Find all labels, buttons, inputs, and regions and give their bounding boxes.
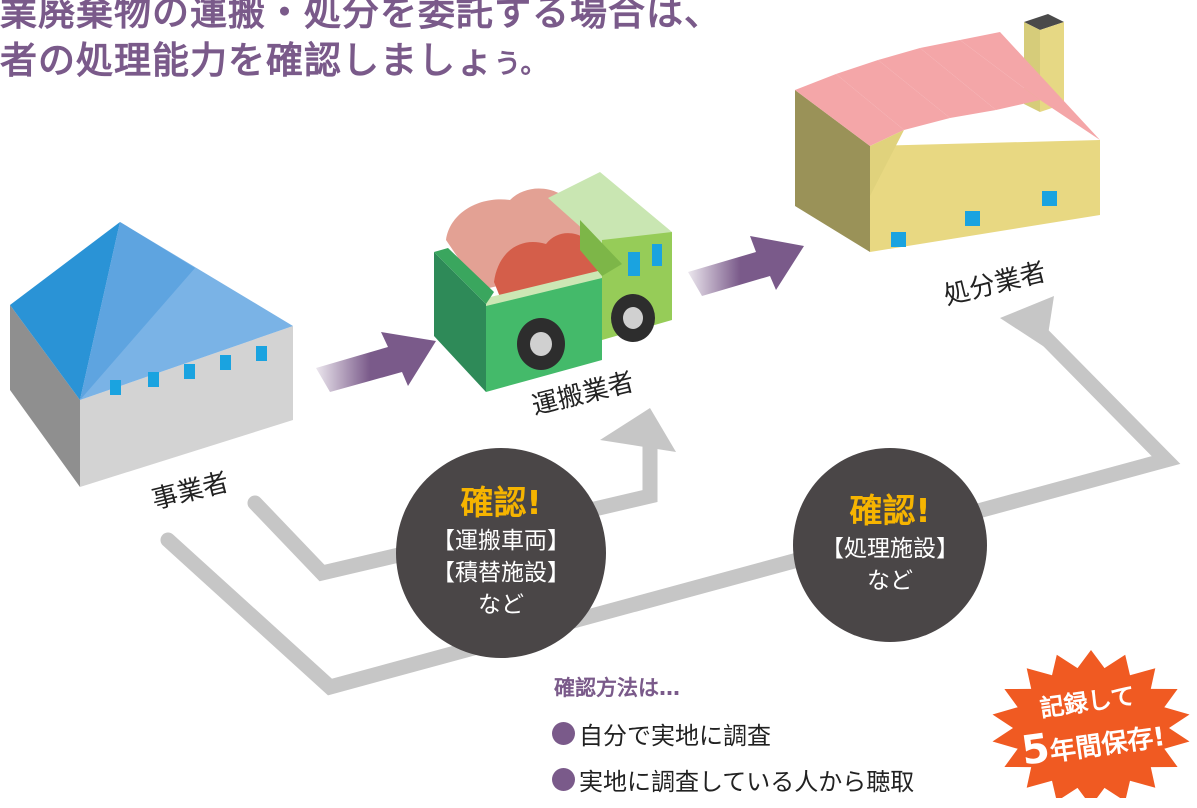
methods-heading: 確認方法は… [554,676,680,700]
check-item: 【処理施設】 [821,535,959,562]
method-item-label: 自分で実地に調査 [579,722,771,750]
bullet-dot-icon [552,722,575,745]
factory-illustration [795,14,1100,252]
building-window [148,372,159,387]
method-item: 自分で実地に調査 [552,716,914,751]
transfer-arrows [316,236,804,392]
arrow-transporter-to-disposer [688,236,804,296]
method-item: 実地に調査している人から聴取 [552,762,914,797]
badge-number: 5 [1018,725,1053,775]
header-line-1: 業廃棄物の運搬・処分を委託する場合は、 [0,0,722,34]
header-line-2-end: う。 [494,49,549,80]
check-item: 【運搬車両】 [432,527,570,554]
up-arrowhead-disposer [1000,296,1054,348]
method-item-label: 実地に調査している人から聴取 [579,768,915,796]
truck-window [652,244,662,266]
check-heading: 確認! [460,482,542,522]
check-heading: 確認! [849,490,931,530]
flow-arrowheads [600,296,1054,452]
arrow-generator-to-transporter [316,332,436,392]
truck-wheel [517,318,565,370]
building-window [256,346,267,361]
check-circle-transporter: 確認! 【運搬車両】 【積替施設】 など [396,448,606,658]
truck-window [628,252,640,276]
building-window [220,355,231,370]
record-badge-burst [992,650,1190,798]
factory-window [891,232,906,247]
flow-line-to-disposer [160,312,1181,696]
factory-window [1042,191,1057,206]
header-line-2: 者の処理能力を確認しましょう。 [0,30,548,84]
truck-illustration [434,172,672,392]
building-illustration [10,222,293,487]
check-circle-disposer: 確認! 【処理施設】 など [793,448,987,642]
up-arrowhead-transporter [600,408,676,452]
header-line-2-main: 者の処理能力を確認しましょ [0,39,494,82]
confirmation-flow-lines [160,312,1181,696]
check-tail: など [867,568,913,595]
factory-window [965,211,980,226]
building-window [110,380,121,395]
truck-wheel [611,294,655,342]
check-item: 【積替施設】 [432,560,570,587]
bullet-dot-icon [552,768,575,791]
building-window [184,364,195,379]
confirmation-methods: 確認方法は… 自分で実地に調査 実地に調査している人から聴取 [552,672,914,808]
check-tail: など [478,592,524,619]
